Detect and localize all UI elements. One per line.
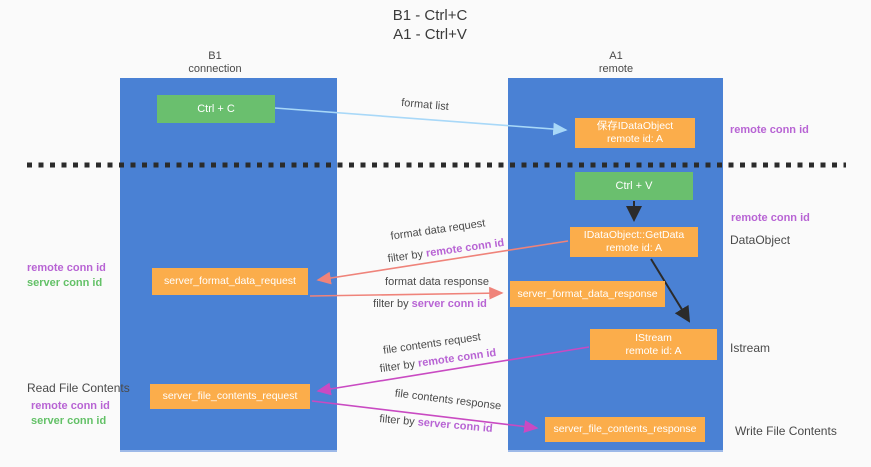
title-line-2: A1 - Ctrl+V: [393, 26, 467, 43]
right-remote-conn-id-label-top: remote conn id: [730, 124, 809, 136]
server-conn-id-text: server conn id: [411, 298, 487, 310]
server-file-contents-request-label: server_file_contents_request: [162, 390, 298, 402]
left-server-conn-id-label: server conn id: [27, 277, 103, 289]
ctrl-c-label: Ctrl + C: [197, 102, 235, 115]
server-file-contents-request-node: server_file_contents_request: [150, 384, 310, 409]
istream-side-label: Istream: [730, 341, 771, 355]
filter-by-text: filter by: [373, 298, 412, 310]
lane-header-a1: A1 remote: [566, 50, 666, 76]
istream-node: IStream remote id: A: [590, 329, 717, 360]
format-data-response-filter-label: filter by server conn id: [373, 298, 487, 310]
istream-line2: remote id: A: [625, 344, 682, 357]
left-remote-conn-id-label-2: remote conn id: [31, 400, 110, 412]
format-data-response-arrow: [309, 286, 504, 300]
filter-by-text: filter by: [387, 247, 427, 266]
format-list-label: format list: [400, 96, 450, 114]
lane-a1-title: A1: [609, 50, 623, 62]
server-file-contents-response-node: server_file_contents_response: [545, 417, 705, 442]
lane-b1-subtitle: connection: [188, 63, 242, 75]
server-format-data-request-label: server_format_data_request: [164, 275, 296, 287]
file-contents-response-label: file contents response: [394, 387, 502, 413]
ctrl-c-node: Ctrl + C: [157, 95, 275, 123]
save-dataobject-line2: remote id: A: [606, 133, 664, 145]
server-format-data-request-node: server_format_data_request: [152, 268, 308, 295]
diagram-title: B1 - Ctrl+C A1 - Ctrl+V: [330, 6, 530, 44]
filter-by-text: filter by: [379, 357, 419, 376]
ctrl-v-label: Ctrl + V: [615, 179, 653, 192]
read-file-contents-label: Read File Contents: [27, 381, 130, 395]
filter-by-text: filter by: [378, 413, 419, 429]
server-format-data-response-label: server_format_data_response: [517, 287, 658, 300]
right-remote-conn-id-label-mid: remote conn id: [731, 212, 810, 224]
save-dataobject-line1: 保存IDataObject: [596, 120, 674, 132]
getdata-line2: remote id: A: [605, 242, 663, 254]
format-data-request-filter-label: filter by remote conn id: [387, 237, 505, 265]
save-dataobject-node: 保存IDataObject remote id: A: [575, 118, 695, 148]
istream-line1: IStream: [635, 331, 672, 344]
left-server-conn-id-label-2: server conn id: [31, 415, 107, 427]
left-remote-conn-id-label: remote conn id: [27, 262, 106, 274]
getdata-line1: IDataObject::GetData: [583, 229, 685, 241]
title-line-1: B1 - Ctrl+C: [392, 7, 468, 24]
remote-conn-id-text: remote conn id: [425, 236, 505, 260]
lane-header-b1: B1 connection: [165, 50, 265, 76]
write-file-contents-label: Write File Contents: [735, 424, 837, 438]
lane-b1-title: B1: [208, 50, 222, 62]
format-data-request-label: format data request: [389, 217, 487, 243]
getdata-node: IDataObject::GetData remote id: A: [570, 227, 698, 257]
lane-a1-subtitle: remote: [598, 63, 634, 75]
ctrl-v-node: Ctrl + V: [575, 172, 693, 200]
file-contents-response-filter-label: filter by server conn id: [379, 413, 493, 435]
format-data-response-label: format data response: [385, 276, 489, 288]
server-conn-id-text: server conn id: [417, 416, 494, 435]
server-file-contents-response-label: server_file_contents_response: [553, 423, 697, 435]
dataobject-label: DataObject: [730, 233, 791, 247]
server-format-data-response-node: server_format_data_response: [510, 281, 665, 307]
